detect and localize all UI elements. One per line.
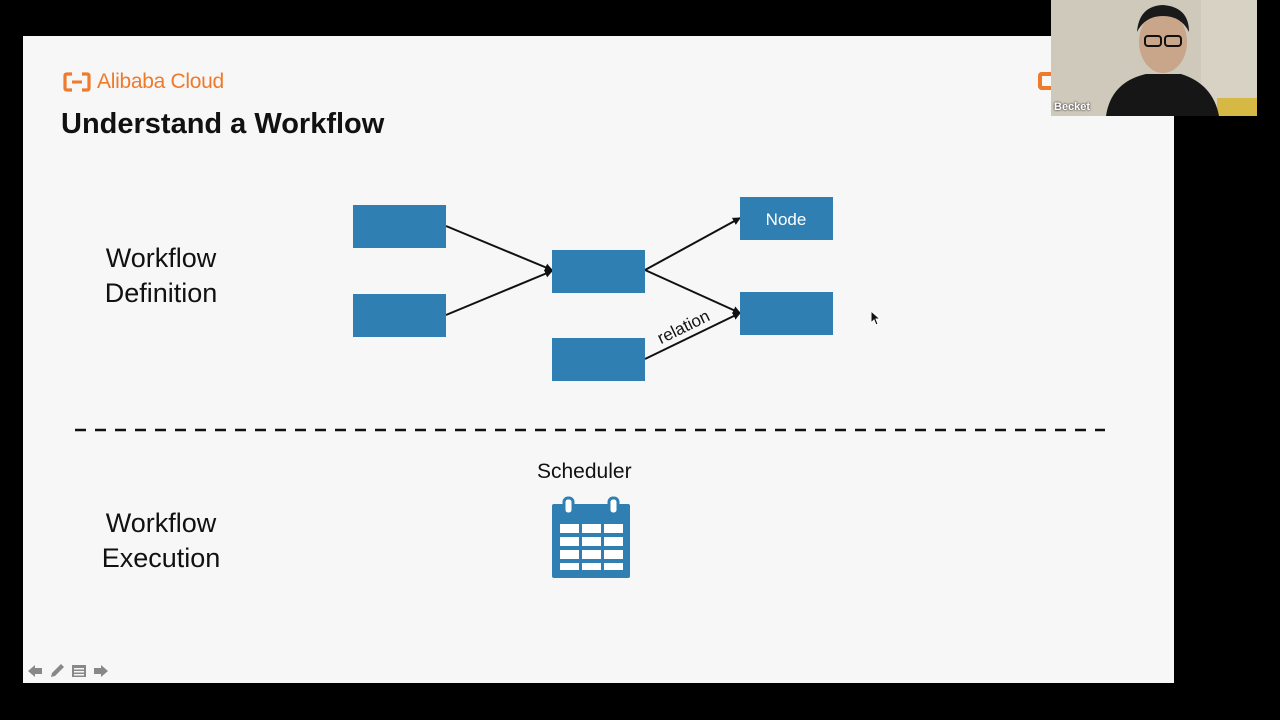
workflow-node	[740, 292, 833, 335]
workflow-node-labeled	[740, 197, 833, 240]
execution-label-line1: Workflow	[105, 508, 217, 538]
brand-logo-partial	[1038, 72, 1052, 90]
participant-video	[1051, 0, 1257, 116]
participant-name: Becket	[1054, 101, 1091, 113]
workflow-definition-label: Workflow Definition	[51, 241, 271, 311]
edge-5	[644, 312, 741, 360]
slide-title: Understand a Workflow	[61, 108, 385, 140]
edge-4	[644, 269, 741, 314]
presentation-slide: Alibaba Cloud Understand a Workflow Work…	[23, 36, 1174, 683]
edge-3	[644, 217, 741, 271]
arrow-left-icon[interactable]	[26, 662, 44, 680]
workflow-node	[353, 294, 446, 337]
mouse-cursor-icon	[871, 311, 881, 326]
alibaba-cloud-icon	[63, 72, 91, 92]
definition-label-line2: Definition	[104, 278, 218, 308]
scheduler-label: Scheduler	[537, 460, 632, 483]
webcam-feed: Becket	[1051, 0, 1257, 116]
workflow-node	[353, 205, 446, 248]
calendar-icon	[552, 496, 630, 578]
workflow-node	[552, 250, 645, 293]
workflow-execution-label: Workflow Execution	[51, 506, 271, 576]
brand-name: Alibaba Cloud	[97, 70, 224, 93]
pen-icon[interactable]	[48, 662, 66, 680]
edge-1	[445, 225, 553, 272]
workflow-diagram: Node relation	[75, 197, 1105, 578]
relation-label: relation	[654, 306, 712, 348]
brand-logo: Alibaba Cloud	[63, 70, 224, 94]
execution-label-line2: Execution	[101, 543, 221, 573]
menu-icon[interactable]	[70, 662, 88, 680]
edge-2	[445, 269, 553, 316]
definition-label-line1: Workflow	[105, 243, 217, 273]
slideshow-nav	[26, 662, 110, 680]
arrow-right-icon[interactable]	[92, 662, 110, 680]
node-label: Node	[766, 210, 807, 229]
workflow-node	[552, 338, 645, 381]
